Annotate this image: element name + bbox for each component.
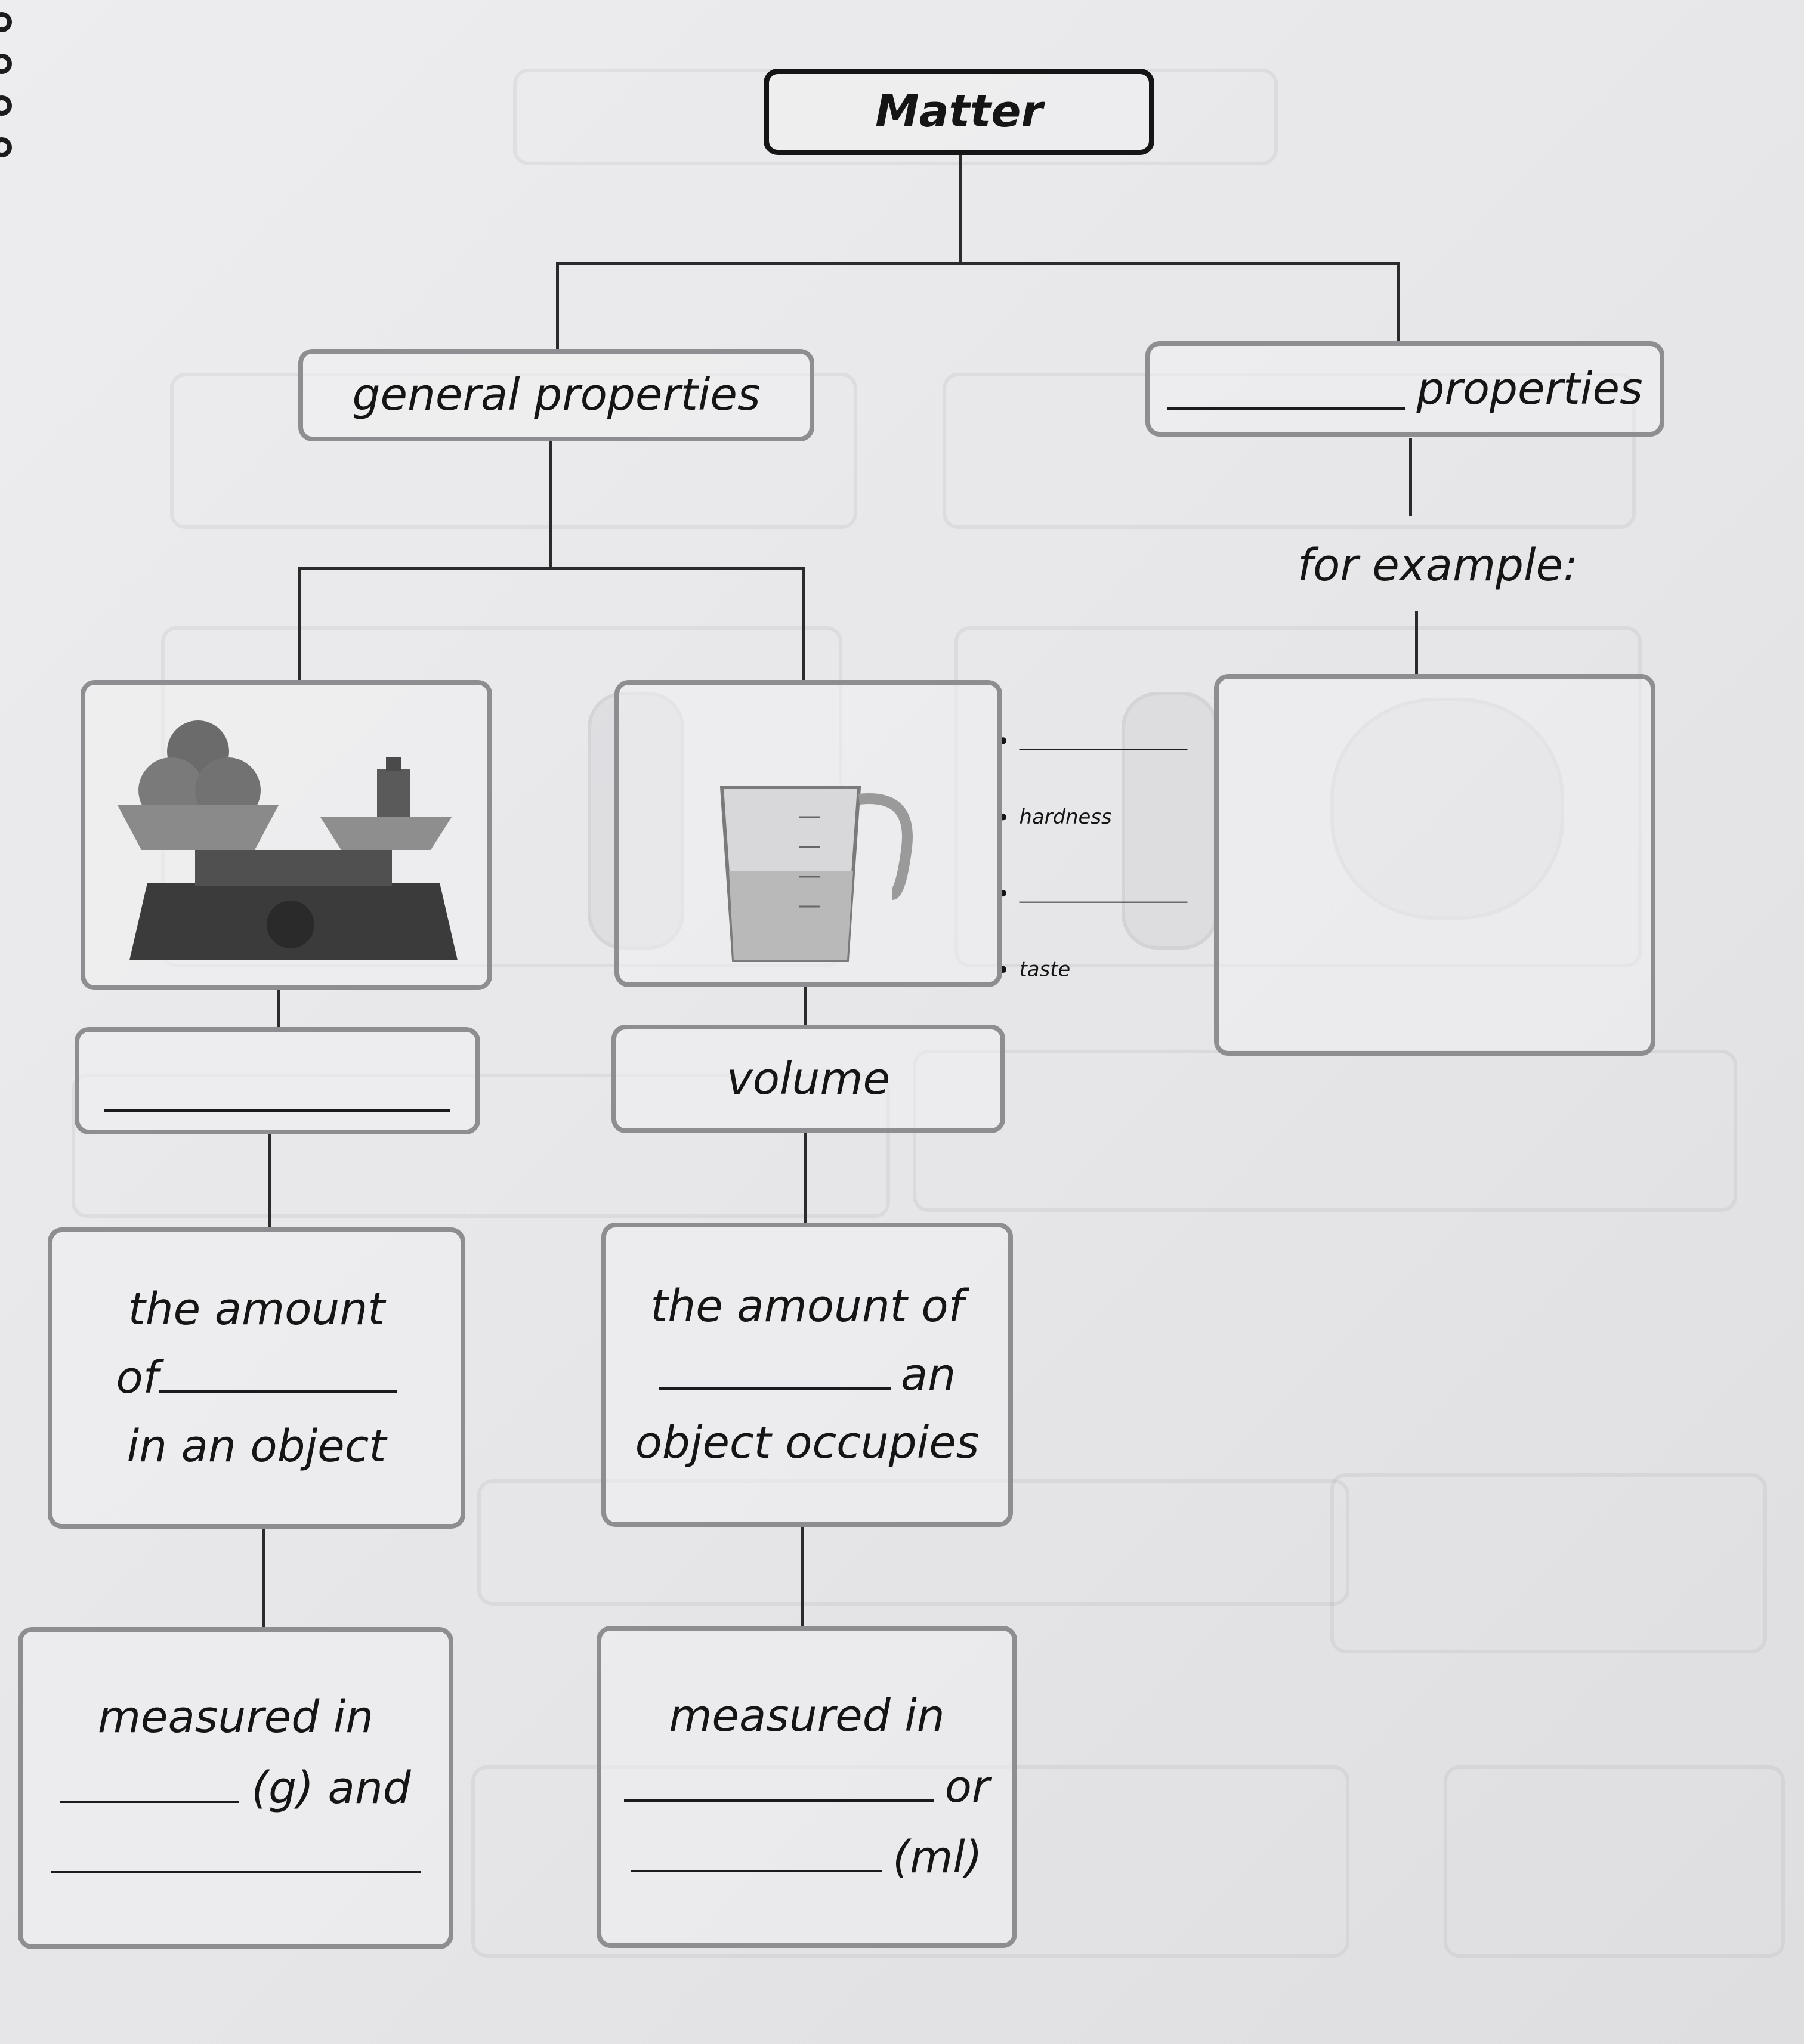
connector-line [802,567,805,683]
volume-node: volume [611,1025,1005,1133]
volume-label: volume [726,1053,891,1105]
connector-line [1409,438,1412,516]
example-text: taste [1019,957,1070,981]
spiral-binding-ring [0,137,12,157]
show-through-box [72,1074,890,1218]
example-item-hardness: hardness [977,779,1407,855]
show-through-box [913,1050,1737,1212]
balance-scale-with-oranges-icon [118,720,458,960]
spiral-binding-ring [0,54,12,74]
volume-measured-line-2: or [623,1752,990,1822]
specific-properties-label: properties [1416,363,1643,415]
connector-line [1397,262,1400,346]
spiral-binding-ring [0,95,12,116]
for-example-label: for example: [1298,540,1578,591]
connector-line [277,990,280,1029]
volume-definition-node: the amount of an object occupies [601,1223,1013,1527]
show-through-box [1330,1473,1767,1653]
general-properties-node: general properties [298,349,814,441]
mass-definition-blank[interactable] [158,1351,397,1393]
volume-unit-blank-litres[interactable] [623,1759,934,1802]
example-text: hardness [1019,805,1112,829]
examples-list: hardness taste [977,703,1407,1007]
mass-name-blank[interactable] [104,1069,450,1112]
specific-properties-node: properties [1145,341,1664,437]
volume-definition-line-2: an [658,1341,956,1409]
root-node-matter: Matter [764,69,1154,155]
mass-measured-line-1: measured in [97,1692,374,1743]
general-properties-label: general properties [352,369,761,421]
mass-unit-blank-kilograms[interactable] [51,1832,421,1874]
mass-definition-line-3: in an object [126,1420,387,1472]
example-item-blank-1[interactable] [977,703,1407,779]
volume-measured-ml: (ml) [892,1832,983,1884]
mass-definition-of: of [116,1352,159,1404]
mass-measured-g-and: (g) and [251,1762,411,1814]
connector-line [556,262,1400,265]
show-through-box [1444,1765,1785,1958]
connector-line [556,262,559,352]
mass-measured-line-2: (g) and [60,1753,411,1823]
connector-line [801,1527,804,1628]
connector-line [1415,611,1418,674]
mass-definition-node: the amount of in an object [48,1227,465,1529]
connector-line [959,154,962,264]
volume-measured-node: measured in or (ml) [597,1626,1017,1948]
connector-line [262,1527,265,1628]
connector-line [298,567,805,570]
volume-measured-or: or [944,1761,990,1813]
volume-unit-blank-millilitres[interactable] [631,1830,882,1873]
connector-line [804,1130,807,1226]
spiral-binding-ring [0,12,12,32]
specific-properties-blank[interactable] [1167,368,1406,410]
example-blank-1 [1019,731,1188,751]
connector-line [804,987,807,1026]
volume-definition-blank[interactable] [658,1347,891,1390]
example-blank-2 [1019,883,1188,903]
connector-line [298,567,301,683]
mass-measured-line-3 [51,1823,421,1894]
volume-measured-line-1: measured in [669,1690,945,1742]
mass-measured-node: measured in (g) and [18,1627,453,1949]
connector-line [549,440,552,568]
mass-unit-blank-grams[interactable] [60,1761,240,1803]
mass-name-node [75,1027,480,1134]
volume-definition-line-3: object occupies [635,1417,980,1469]
root-label: Matter [875,86,1043,138]
examples-node: hardness taste [999,674,1655,1056]
connector-line [268,1133,271,1229]
mass-definition-line-2: of [116,1344,397,1412]
volume-definition-an: an [900,1349,956,1400]
example-item-taste: taste [977,932,1407,1008]
volume-measured-line-3: (ml) [631,1822,983,1893]
example-item-blank-2[interactable] [977,855,1407,932]
mass-definition-line-1: the amount [128,1284,385,1335]
volume-definition-line-1: the amount of [650,1280,964,1332]
show-through-bottle [1122,692,1218,950]
measuring-jug-icon [719,786,913,962]
